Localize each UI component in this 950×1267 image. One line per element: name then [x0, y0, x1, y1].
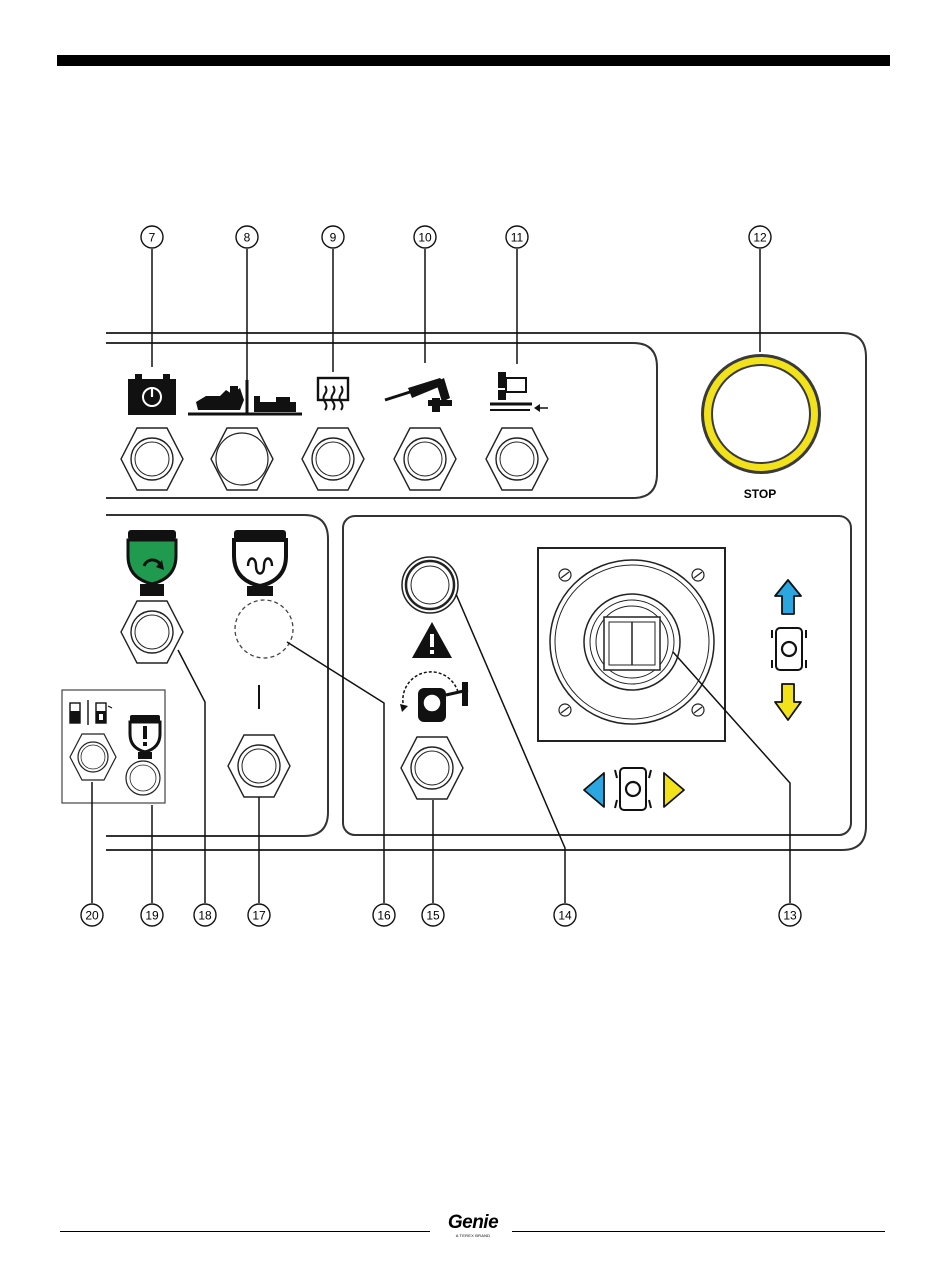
- callout-19: 19: [141, 904, 163, 926]
- callout-9: 9: [322, 226, 344, 248]
- callout-12: 12: [749, 226, 771, 248]
- callout-10: 10: [414, 226, 436, 248]
- callout-7: 7: [141, 226, 163, 248]
- svg-text:15: 15: [426, 909, 440, 923]
- footer-rule-left: [60, 1231, 430, 1232]
- svg-text:9: 9: [330, 231, 337, 245]
- svg-text:10: 10: [418, 231, 432, 245]
- callout-11: 11: [506, 226, 528, 248]
- svg-text:20: 20: [85, 909, 99, 923]
- svg-text:17: 17: [252, 909, 266, 923]
- svg-text:11: 11: [511, 231, 524, 245]
- callout-18: 18: [194, 904, 216, 926]
- callout-8: 8: [236, 226, 258, 248]
- svg-text:18: 18: [198, 909, 212, 923]
- svg-text:13: 13: [783, 909, 797, 923]
- svg-text:14: 14: [558, 909, 572, 923]
- callout-20: 20: [81, 904, 103, 926]
- callout-17: 17: [248, 904, 270, 926]
- callout-14: 14: [554, 904, 576, 926]
- svg-text:8: 8: [244, 231, 251, 245]
- svg-text:16: 16: [377, 909, 391, 923]
- brand-tagline: A TEREX BRAND: [441, 1233, 505, 1238]
- svg-text:19: 19: [145, 909, 159, 923]
- callout-15: 15: [422, 904, 444, 926]
- svg-text:7: 7: [149, 231, 156, 245]
- callout-13: 13: [779, 904, 801, 926]
- brand-name: Genie: [441, 1213, 505, 1233]
- footer-rule-right: [512, 1231, 885, 1232]
- brand-logo: Genie A TEREX BRAND: [441, 1213, 505, 1241]
- svg-text:12: 12: [753, 231, 767, 245]
- callout-16: 16: [373, 904, 395, 926]
